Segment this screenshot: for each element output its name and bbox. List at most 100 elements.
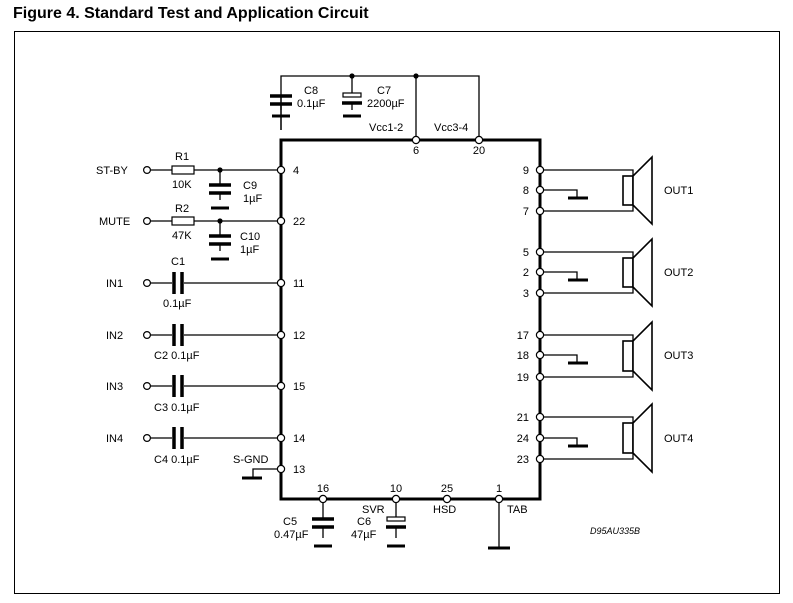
c7-value: 2200µF (367, 98, 405, 110)
c9-name: C9 (243, 180, 257, 192)
input-in3: IN3 C3 0.1µF 15 (106, 375, 305, 414)
standby-input: ST-BY R1 10K C9 1µF 4 (96, 151, 299, 210)
pin-15 (276, 381, 286, 391)
output-label: OUT3 (664, 350, 693, 362)
pin-23 (535, 454, 545, 464)
pin-24 (535, 433, 545, 443)
c5-value: 0.47µF (274, 529, 309, 541)
stby-label: ST-BY (96, 165, 128, 177)
input-in2: IN2 C2 0.1µF 12 (106, 324, 305, 362)
pin-12-label: 12 (293, 330, 305, 342)
pin-3 (535, 288, 545, 298)
loudspeaker-icon (622, 237, 653, 308)
in1-label: IN1 (106, 278, 123, 290)
pin-8 (535, 185, 545, 195)
pin-18 (535, 350, 545, 360)
output-label: OUT1 (664, 185, 693, 197)
bottom-pins: 16 C5 0.47µF 10 SVR C6 47µF 25 HSD 1 (274, 483, 528, 550)
pin-19 (535, 372, 545, 382)
svr-label: SVR (362, 504, 385, 516)
c1-name: C1 (171, 256, 185, 268)
c1-value: 0.1µF (163, 298, 192, 310)
r1-name: R1 (175, 151, 189, 163)
pin-6-label: 6 (413, 145, 419, 157)
c8-value: 0.1µF (297, 98, 326, 110)
figure-title: Figure 4. Standard Test and Application … (13, 5, 369, 22)
amplifier-ic-body (279, 138, 542, 501)
pin-7 (535, 206, 545, 216)
pin-13-label: 13 (293, 464, 305, 476)
c3-caption: C3 0.1µF (154, 402, 200, 414)
output-label: OUT4 (664, 433, 693, 445)
pin-2 (535, 267, 545, 277)
resistor-r1 (171, 165, 195, 175)
loudspeaker-icon (622, 320, 653, 392)
pin-11-label: 11 (293, 278, 304, 290)
pin-2-label: 2 (523, 267, 529, 279)
pin-25 (442, 494, 452, 504)
pin-19-label: 19 (517, 372, 529, 384)
pin-21 (535, 412, 545, 422)
sgnd-label: S-GND (233, 454, 269, 466)
pin-18-label: 18 (517, 350, 529, 362)
in4-label: IN4 (106, 433, 123, 445)
pin-22 (276, 216, 286, 226)
pin-10 (391, 494, 401, 504)
figure-code: D95AU335B (590, 526, 640, 536)
c9-value: 1µF (243, 193, 262, 205)
capacitor-c6 (386, 499, 406, 548)
c2-caption: C2 0.1µF (154, 350, 200, 362)
pin-4-label: 4 (293, 165, 299, 177)
c5-name: C5 (283, 516, 297, 528)
pin-10-label: 10 (390, 483, 402, 495)
in3-label: IN3 (106, 381, 123, 393)
pin-4 (276, 165, 286, 175)
pin-17 (535, 330, 545, 340)
mute-label: MUTE (99, 216, 130, 228)
c6-name: C6 (357, 516, 371, 528)
capacitor-c7 (342, 76, 362, 118)
c4-caption: C4 0.1µF (154, 454, 200, 466)
capacitor-c9 (209, 170, 231, 210)
c7-name: C7 (377, 85, 391, 97)
hsd-label: HSD (433, 504, 456, 516)
loudspeaker-icon (622, 155, 653, 226)
tab-label: TAB (507, 504, 528, 516)
input-in1: IN1 C1 0.1µF 11 (106, 256, 304, 310)
pin-1-label: 1 (496, 483, 502, 495)
r1-value: 10K (172, 179, 192, 191)
pin-25-label: 25 (441, 483, 453, 495)
resistor-r2 (171, 216, 195, 226)
pin-9 (535, 165, 545, 175)
pin-15-label: 15 (293, 381, 305, 393)
pin-24-label: 24 (517, 433, 529, 445)
pin-3-label: 3 (523, 288, 529, 300)
signal-ground: S-GND 13 (233, 454, 305, 480)
pin-9-label: 9 (523, 165, 529, 177)
loudspeaker-icon (622, 402, 653, 474)
in2-label: IN2 (106, 330, 123, 342)
capacitor-c10 (209, 221, 231, 261)
vcc34-label: Vcc3-4 (434, 122, 468, 134)
pin-13 (276, 464, 286, 474)
pin-14 (276, 433, 286, 443)
r2-name: R2 (175, 203, 189, 215)
pin-16-label: 16 (317, 483, 329, 495)
c10-value: 1µF (240, 244, 259, 256)
pin-23-label: 23 (517, 454, 529, 466)
capacitor-c8 (270, 94, 292, 130)
vcc12-label: Vcc1-2 (369, 122, 403, 134)
pin-6 (411, 135, 421, 145)
c10-name: C10 (240, 231, 260, 243)
c6-value: 47µF (351, 529, 377, 541)
pin-11 (276, 278, 286, 288)
pin-8-label: 8 (523, 185, 529, 197)
pin-22-label: 22 (293, 216, 305, 228)
c8-name: C8 (304, 85, 318, 97)
figure-frame (14, 31, 780, 594)
